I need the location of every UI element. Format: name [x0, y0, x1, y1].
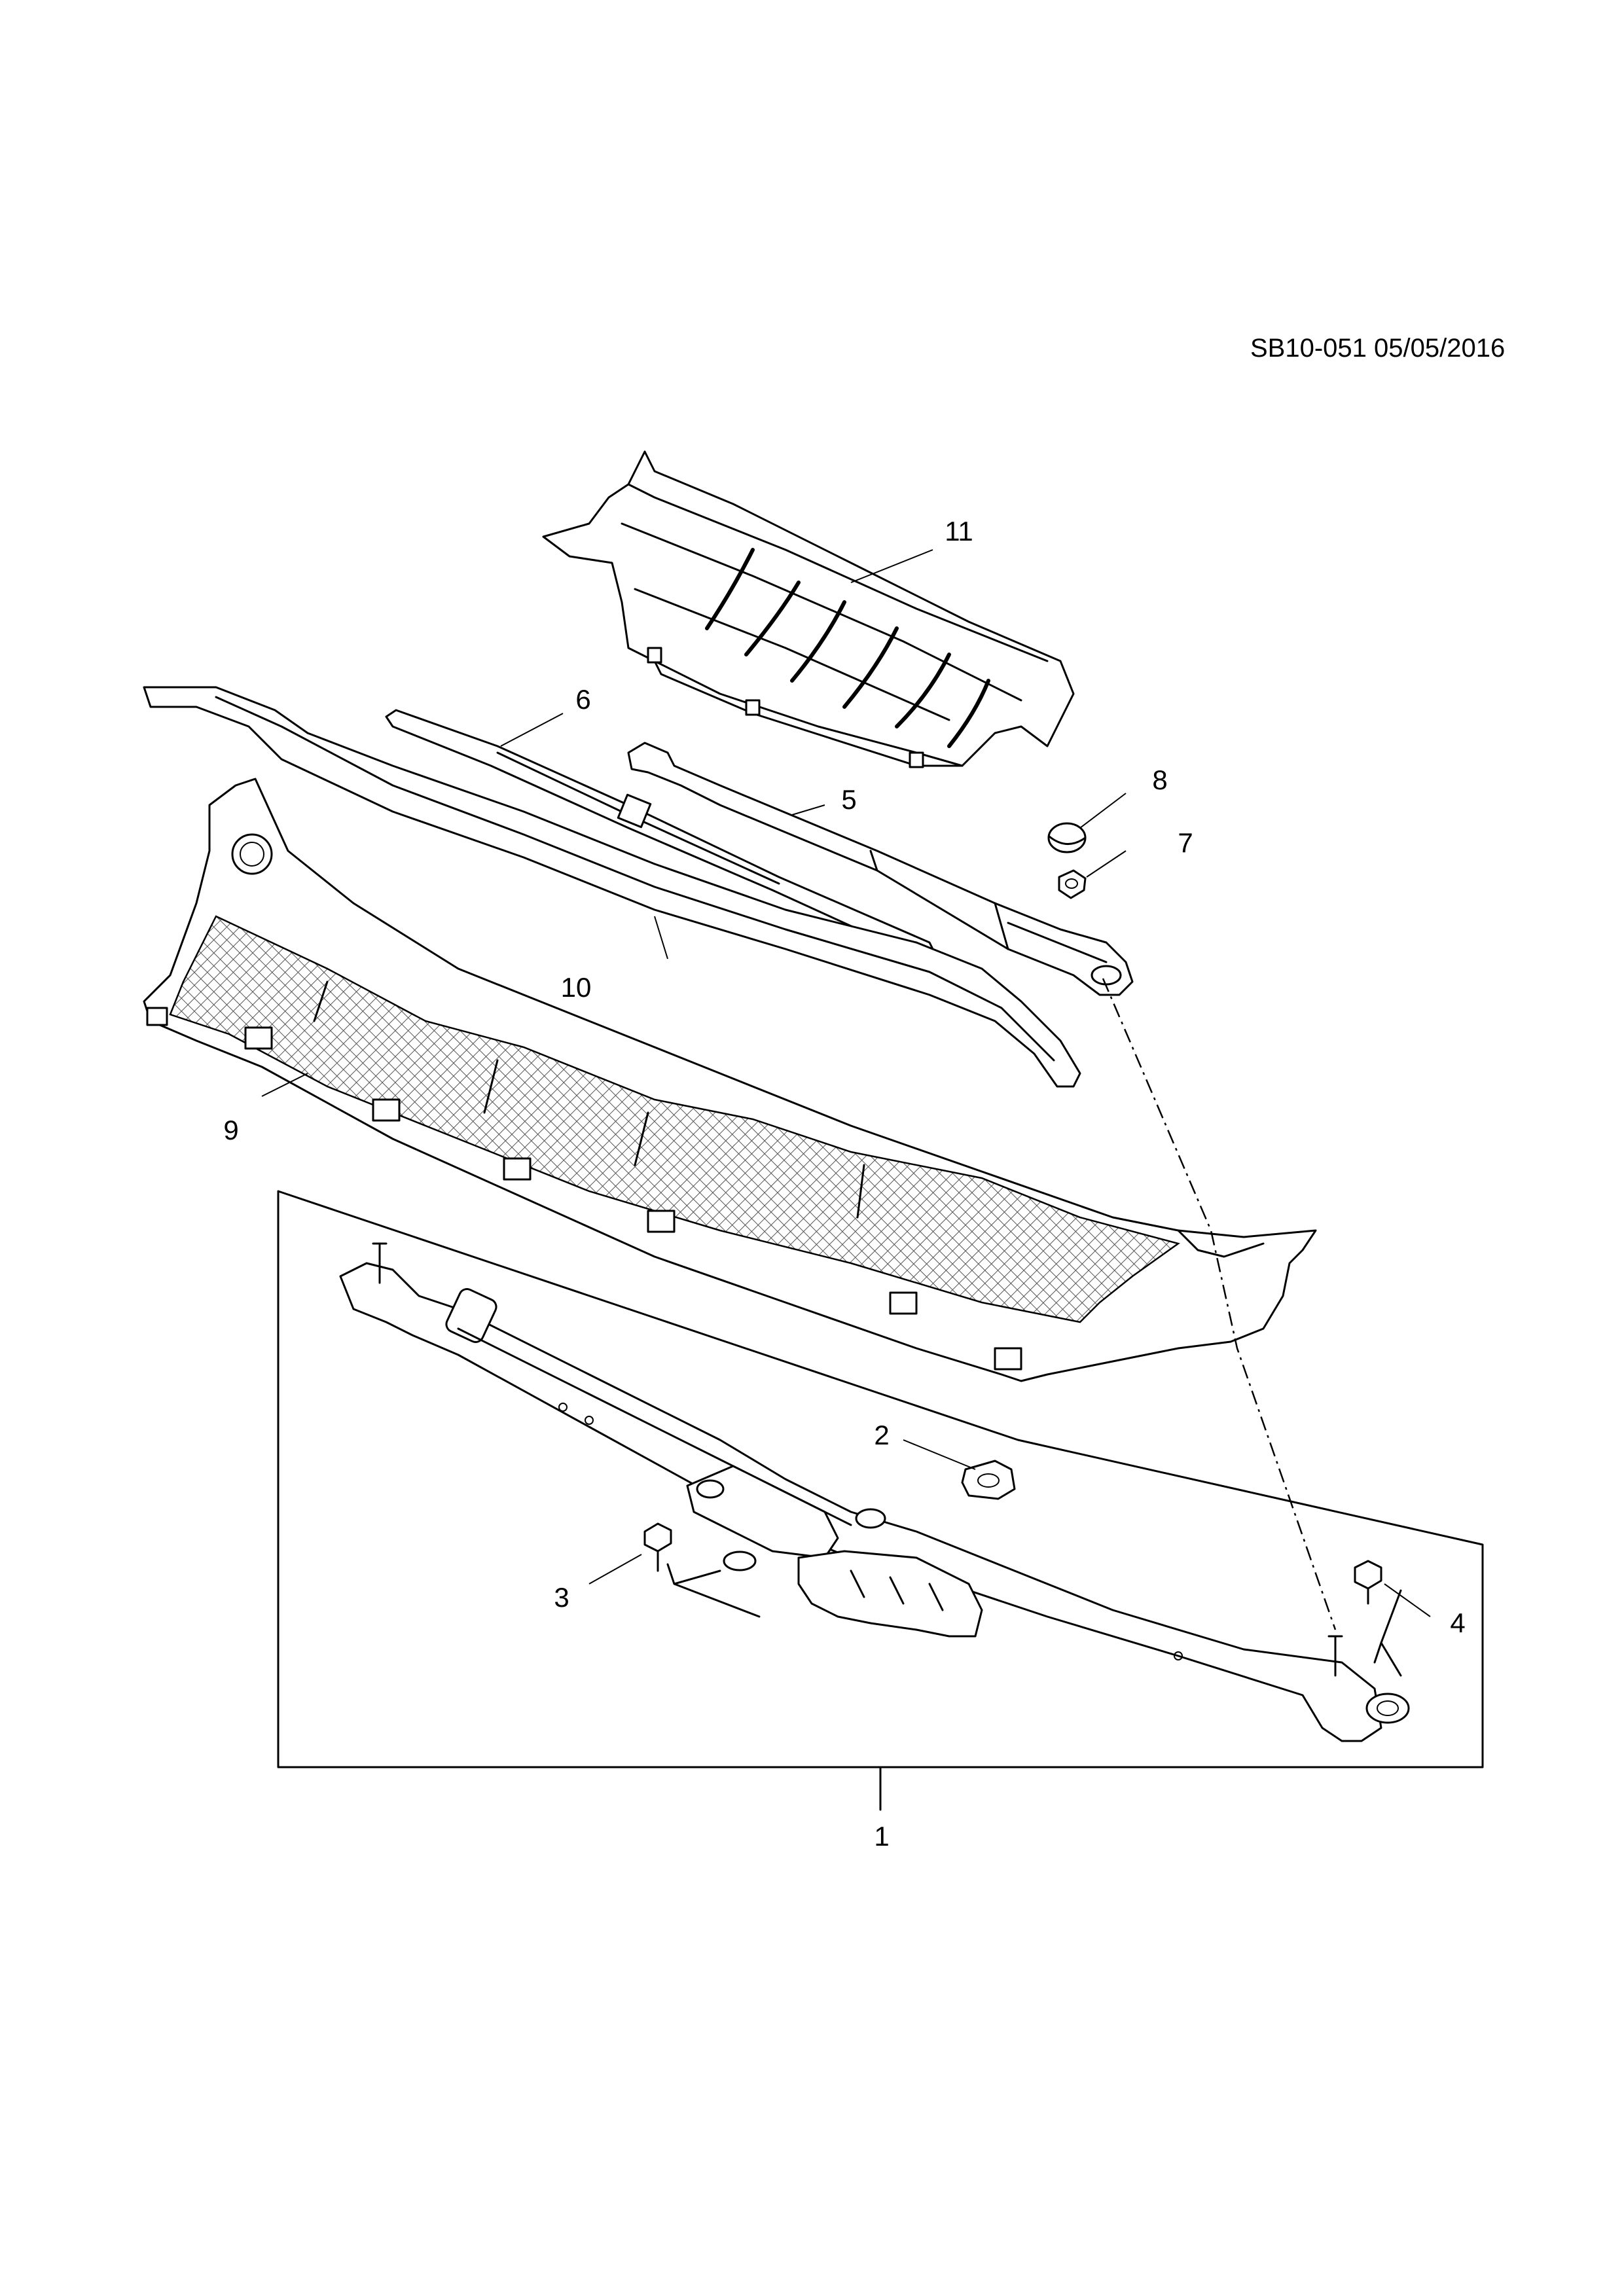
callout-9: 9	[223, 1115, 239, 1145]
callout-6: 6	[575, 684, 591, 715]
drawing-reference: SB10-051 05/05/2016	[1250, 334, 1506, 363]
callout-2: 2	[874, 1420, 890, 1450]
callout-8: 8	[1152, 764, 1168, 795]
callout-4: 4	[1450, 1607, 1466, 1638]
part-11-cowl-cover	[542, 450, 1075, 768]
callout-11: 11	[945, 516, 973, 547]
part-1-wiper-linkage-motor	[339, 1242, 1410, 1742]
callout-1: 1	[874, 1821, 890, 1852]
part-8-nut-cap	[1047, 822, 1087, 853]
callout-7: 7	[1178, 827, 1193, 858]
assembly-box-1	[277, 1190, 1484, 1811]
part-7-nut	[1058, 869, 1087, 899]
part-3-bolt	[643, 1522, 761, 1618]
part-5-wiper-arm	[627, 742, 1134, 996]
callout-3: 3	[554, 1582, 569, 1613]
callout-5: 5	[841, 784, 857, 815]
part-2-grommet	[961, 1460, 1016, 1500]
alignment-centerline	[1102, 978, 1337, 1630]
part-4-bolt	[1354, 1560, 1402, 1677]
leader-lines	[261, 549, 1431, 1617]
part-9-cowl-vent-panel	[143, 778, 1317, 1382]
callout-10: 10	[560, 972, 592, 1003]
part-6-wiper-blade	[385, 709, 937, 960]
part-10-seal-strip	[143, 686, 1081, 1088]
